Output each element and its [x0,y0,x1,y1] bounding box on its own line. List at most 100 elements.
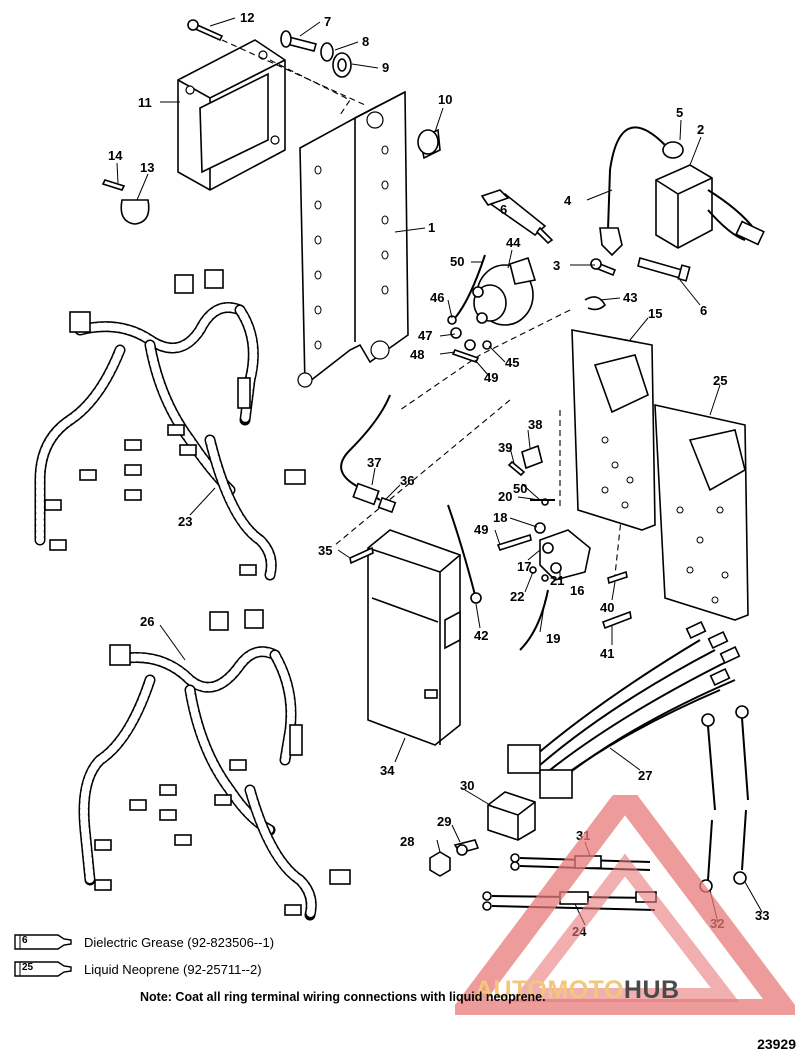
callout-1: 1 [428,220,435,235]
callout-38: 38 [528,417,542,432]
callout-6-plug: 6 [700,303,707,318]
callout-37: 37 [367,455,381,470]
legend-item-dielectric-grease: 6 Dielectric Grease (92-823506--1) [14,934,274,950]
electrical-box-cover [367,529,461,746]
callout-47: 47 [418,328,432,343]
ecm-module [177,39,286,191]
callout-14: 14 [108,148,123,163]
callout-28: 28 [400,834,414,849]
callout-27: 27 [638,768,652,783]
screw-14 [101,179,126,191]
callout-4: 4 [564,193,572,208]
callout-49-lower: 49 [474,522,488,537]
clamp-13 [120,199,150,225]
mounting-plate-15 [571,329,656,531]
legend-item-liquid-neoprene: 25 Liquid Neoprene (92-25711--2) [14,961,262,977]
legend-text: Dielectric Grease (92-823506--1) [84,934,275,950]
wiring-harness-26 [78,609,351,921]
grommet-8 [320,42,334,62]
tube-icon: 6 [14,934,72,950]
callout-5: 5 [676,105,683,120]
tube-icon: 25 [14,961,72,977]
wiring-note: Note: Coat all ring terminal wiring conn… [140,990,546,1004]
starter-solenoid [472,256,537,326]
callout-10: 10 [438,92,452,107]
harness-37 [340,394,397,514]
callout-35: 35 [318,543,332,558]
callout-3: 3 [553,258,560,273]
legend-number: 6 [22,935,28,946]
callout-2: 2 [697,122,704,137]
callout-40: 40 [600,600,614,615]
callout-30: 30 [460,778,474,793]
relay-30 [487,791,536,841]
lead-50-top [454,254,486,319]
ignition-coil [599,126,765,257]
callout-45: 45 [505,355,519,370]
screw-7 [280,30,317,52]
relay-38 [521,444,543,470]
grease-tube [480,189,554,245]
callout-16: 16 [570,583,584,598]
legend-number: 25 [22,962,34,973]
spark-plug-6 [637,257,691,282]
gasket-plate-25 [654,403,749,621]
solenoid-16 [539,529,591,581]
callout-41: 41 [600,646,614,661]
callout-43: 43 [623,290,637,305]
callout-9: 9 [382,60,389,75]
screw-3 [590,258,617,277]
watermark-text: AUTOMOTOHUB [475,976,680,1005]
callout-13: 13 [140,160,154,175]
callout-12: 12 [240,10,254,25]
callout-19: 19 [546,631,560,646]
callout-42: 42 [474,628,488,643]
callout-23: 23 [178,514,192,529]
cable-harness-27 [507,621,741,799]
callout-15: 15 [648,306,662,321]
callout-7: 7 [324,14,331,29]
screw-41 [601,610,632,630]
legend-text: Liquid Neoprene (92-25711--2) [84,961,262,977]
washer-18 [534,522,546,534]
callout-50-lower: 50 [513,481,527,496]
screw-40 [607,570,628,585]
callout-21: 21 [550,573,564,588]
callout-11: 11 [138,95,152,110]
callout-20: 20 [498,489,512,504]
callout-44: 44 [506,235,521,250]
lead-42 [447,504,476,596]
callout-6-tube: 6 [500,202,507,217]
mounting-bracket [297,90,409,388]
nut-21 [541,574,549,582]
callout-18: 18 [493,510,507,525]
callout-8: 8 [362,34,369,49]
wiring-harness-23 [34,269,306,581]
clip-43 [584,296,606,311]
callout-17: 17 [517,559,531,574]
callout-36: 36 [400,473,414,488]
callout-26: 26 [140,614,154,629]
terminal-29 [453,839,480,856]
screw-49-lower [496,533,532,551]
callout-48: 48 [410,347,424,362]
screw-39 [507,460,526,477]
bushing-10 [417,128,441,160]
callout-29: 29 [437,814,451,829]
callout-46: 46 [430,290,444,305]
nuts-46-49 [447,315,492,363]
callout-25: 25 [713,373,727,388]
lead-19 [519,589,549,651]
leader-lines [116,17,763,926]
grommet-9 [332,52,352,78]
cable-33 [733,705,749,885]
screw-35 [349,546,374,565]
callout-50-top: 50 [450,254,464,269]
nut-28 [429,851,451,877]
callout-33: 33 [755,908,769,923]
screw-12 [187,19,224,42]
callout-22: 22 [510,589,524,604]
diagram-code: 23929 [757,1036,796,1052]
watermark-text-part2: HUB [623,976,680,1004]
